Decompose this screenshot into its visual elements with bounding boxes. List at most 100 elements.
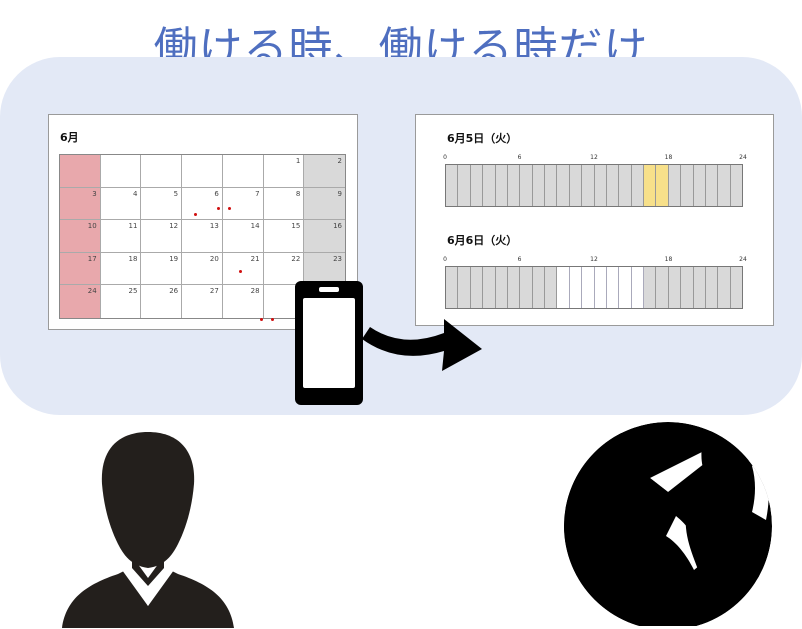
timeline-tick-label: 0 — [443, 154, 447, 161]
timeline-hour-slot — [668, 267, 682, 308]
calendar-day-number: 19 — [169, 254, 179, 263]
timeline-hour-slot — [631, 267, 644, 308]
timeline-hour-slot — [582, 165, 595, 206]
calendar-day-number: 4 — [132, 189, 138, 198]
timeline-tick-label: 6 — [517, 256, 522, 263]
calendar-day-cell: 25 — [101, 285, 142, 318]
timeline-hour-slot — [532, 267, 545, 308]
timeline-hour-slot — [619, 267, 632, 308]
calendar-day-number: 16 — [333, 222, 342, 231]
parent-with-child-silhouette-icon — [564, 422, 772, 626]
timeline-tick-label: 24 — [739, 256, 747, 263]
timeline-hour-slot — [594, 165, 607, 206]
calendar-day-cell: 14 — [222, 220, 264, 253]
timeline-hour-slot — [520, 267, 533, 308]
timeline-label-day1: 6月5日（火） — [447, 132, 518, 145]
timeline-hour-slot — [470, 267, 484, 308]
calendar-day-number: 12 — [169, 222, 179, 231]
calendar-day-cell: 4 — [100, 187, 142, 221]
timeline-tick-label: 0 — [443, 256, 447, 263]
timeline-day1: 0 6 12 18 24 — [443, 154, 747, 207]
timeline-hour-slot — [644, 267, 657, 308]
calendar-mark-dot — [271, 318, 274, 321]
calendar-day-cell — [60, 155, 101, 188]
timeline-hour-slot — [483, 267, 496, 308]
calendar-day-cell: 6 — [182, 187, 223, 221]
timeline-hour-slot — [532, 165, 545, 206]
calendar-day-cell: 17 — [60, 252, 101, 286]
calendar-day-cell: 11 — [100, 220, 142, 253]
timeline-hour-slot — [446, 267, 459, 308]
calendar-day-cell: 5 — [141, 187, 183, 221]
timeline-hour-slot — [606, 165, 620, 206]
timeline-hour-slot — [495, 165, 508, 206]
timeline-ticks: 0 6 12 18 24 — [443, 154, 747, 164]
timeline-hour-slot — [718, 165, 731, 206]
timeline-hour-slot — [507, 267, 521, 308]
calendar-day-cell: 3 — [60, 187, 101, 221]
phone-screen — [303, 298, 355, 388]
calendar-day-number: 22 — [291, 254, 301, 263]
timeline-hour-slot — [656, 267, 669, 308]
timeline-hour-slot — [458, 165, 471, 206]
calendar-day-cell: 26 — [141, 285, 183, 318]
calendar-day-cell: 12 — [141, 220, 183, 253]
calendar-day-cell: 13 — [182, 220, 223, 253]
calendar-day-number: 18 — [128, 254, 138, 263]
calendar-day-number: 2 — [337, 157, 342, 165]
timeline-hour-slot — [569, 267, 583, 308]
timeline-hour-slot — [470, 165, 484, 206]
timeline-hour-slot — [705, 267, 719, 308]
timeline-tick-label: 18 — [664, 154, 673, 161]
calendar-mark-dot — [228, 207, 231, 210]
calendar-day-cell: 9 — [304, 187, 345, 221]
timeline-hour-slot — [681, 165, 694, 206]
timeline-hour-slot — [681, 267, 694, 308]
smartphone-icon — [295, 281, 363, 405]
calendar-day-cell: 15 — [263, 220, 305, 253]
calendar-day-cell: 1 — [263, 155, 305, 188]
calendar-day-number: 15 — [291, 222, 301, 231]
calendar-day-cell: 27 — [182, 285, 223, 318]
calendar-day-cell: 8 — [263, 187, 305, 221]
timeline-bar — [445, 266, 743, 309]
timeline-hour-slot — [582, 267, 595, 308]
timeline-tick-label: 18 — [664, 256, 673, 263]
timeline-hour-slot — [668, 165, 682, 206]
calendar-day-number: 11 — [128, 222, 138, 231]
calendar-day-number: 5 — [173, 189, 179, 198]
timeline-tick-label: 24 — [739, 154, 747, 161]
calendar-day-cell: 18 — [100, 252, 142, 286]
timeline-hour-slot — [569, 165, 583, 206]
timeline-tick-label: 6 — [517, 154, 522, 161]
calendar-day-number: 21 — [250, 254, 260, 263]
timeline-hour-slot — [718, 267, 731, 308]
calendar-day-number: 8 — [295, 189, 301, 198]
calendar-day-number: 13 — [209, 222, 219, 231]
timeline-hour-slot — [631, 165, 644, 206]
calendar-mark-dot — [217, 207, 220, 210]
calendar-day-number: 20 — [209, 254, 219, 263]
calendar-day-cell — [141, 155, 183, 188]
timeline-label-day2: 6月6日（火） — [447, 234, 518, 247]
timeline-hour-slot — [495, 267, 508, 308]
calendar-day-number: 7 — [255, 189, 260, 198]
calendar-day-cell — [222, 155, 264, 188]
timeline-hour-slot — [557, 165, 570, 206]
phone-speaker — [319, 287, 339, 292]
calendar-day-number: 24 — [87, 287, 97, 296]
timeline-hour-slot — [507, 165, 521, 206]
calendar-day-cell: 16 — [304, 220, 345, 253]
calendar-day-number: 25 — [128, 287, 138, 296]
timeline-hour-slot — [557, 267, 570, 308]
timeline-hour-slot — [644, 165, 657, 206]
calendar-day-cell: 24 — [60, 285, 101, 318]
calendar-day-cell: 21 — [222, 252, 264, 286]
calendar-mark-dot — [260, 318, 263, 321]
calendar-day-number: 17 — [87, 254, 97, 263]
calendar-month-label: 6月 — [60, 131, 79, 144]
calendar-day-number: 3 — [92, 189, 97, 198]
timeline-tick-label: 12 — [590, 154, 598, 161]
